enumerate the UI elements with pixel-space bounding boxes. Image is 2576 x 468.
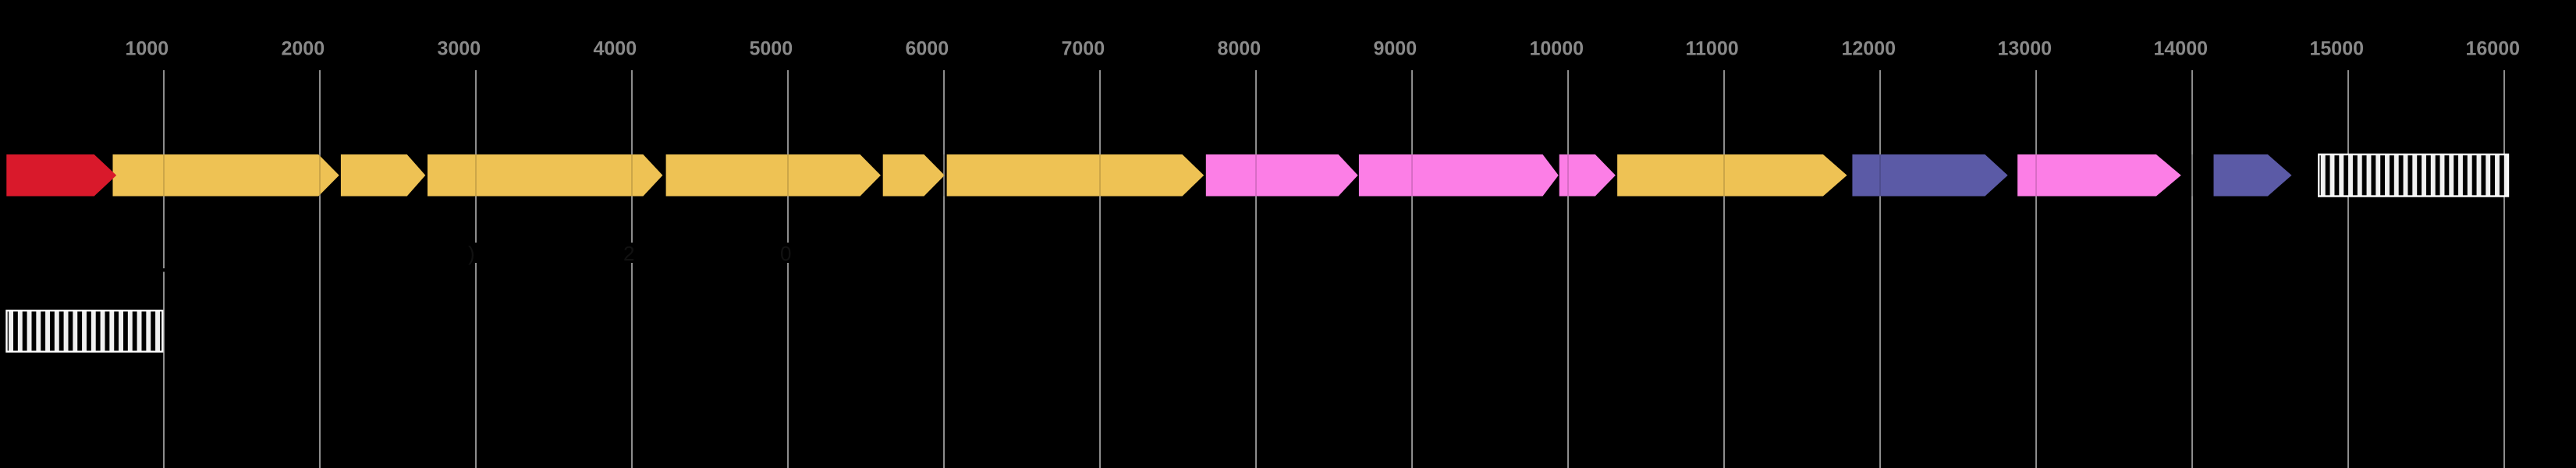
svg-text:5000: 5000: [750, 38, 793, 60]
svg-text:8000: 8000: [1218, 38, 1261, 60]
svg-text:14000: 14000: [2154, 38, 2209, 60]
svg-text:6000: 6000: [906, 38, 949, 60]
svg-text:16000: 16000: [2466, 38, 2521, 60]
svg-text:7000: 7000: [1062, 38, 1105, 60]
svg-text:0: 0: [780, 242, 791, 265]
svg-text:): ): [468, 242, 475, 265]
svg-text:4000: 4000: [594, 38, 637, 60]
svg-text:2000: 2000: [282, 38, 325, 60]
svg-text:11000: 11000: [1686, 38, 1739, 60]
svg-text:9000: 9000: [1374, 38, 1418, 60]
svg-text:13000: 13000: [1998, 38, 2053, 60]
svg-text:1000: 1000: [126, 38, 169, 60]
svg-text:2: 2: [623, 242, 634, 265]
svg-text:3000: 3000: [438, 38, 481, 60]
svg-text:10000: 10000: [1530, 38, 1584, 60]
svg-text:12000: 12000: [1842, 38, 1897, 60]
svg-text:15000: 15000: [2310, 38, 2365, 60]
